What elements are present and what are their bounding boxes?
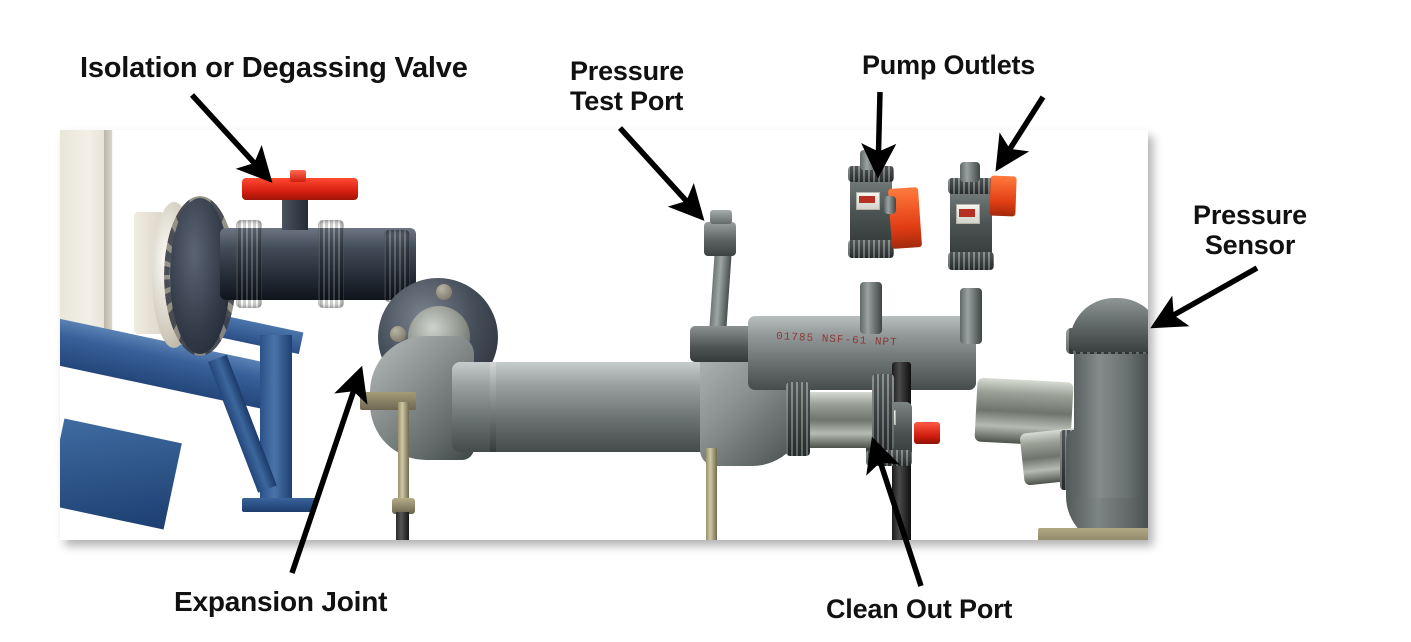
pump-outlet-2-riser [960,288,982,344]
pressure-test-port-cap [704,222,736,256]
label-pump-outlets-text: Pump Outlets [862,50,1036,80]
pressure-test-port-tee [690,326,756,362]
steel-stand-lower [60,418,182,530]
pvc-horizontal-pipe [452,362,748,452]
pump-outlet-1-stub [860,150,880,170]
pipe-seam [490,362,496,452]
label-pressure-sensor-line2: Sensor [1204,230,1296,261]
flange-bolt [436,284,452,300]
photo-content: 01785 NSF-61 NPT [60,130,1148,540]
valve-union-nut-right [318,220,344,308]
equipment-photograph: 01785 NSF-61 NPT [60,130,1148,540]
label-pressure-test-port-line2: Test Port [570,86,684,117]
union-nut [872,374,894,450]
pressure-sensor-cap [1070,298,1148,352]
pump-outlet-1-union-bottom [848,240,894,258]
arrow-pressure-sensor [1150,265,1259,329]
tank-shell-shadow [104,130,114,356]
pump-outlet-1-riser [860,282,882,334]
label-pressure-test-port-line1: Pressure [570,56,684,86]
label-expansion-joint-text: Expansion Joint [174,586,388,617]
flange-bolt [390,326,406,342]
pump-outlet-2-stub [960,162,980,182]
pump-outlet-2-handle [989,175,1017,217]
isolation-valve-body [220,228,416,300]
valve-label-text [859,196,875,203]
union-nut [786,382,810,456]
valve-stem [282,196,308,230]
valve-handle-boss [290,170,306,182]
support-post [396,512,409,540]
support-threaded-rod [706,448,717,540]
label-isolation-valve-text: Isolation or Degassing Valve [80,52,468,84]
label-isolation-valve: Isolation or Degassing Valve [80,52,468,84]
label-expansion-joint: Expansion Joint [174,586,387,617]
pump-outlet-2-union-bottom [948,252,994,270]
pressure-test-port-tip [710,210,732,224]
steel-stand-foot [242,498,316,512]
valve-label-text [959,209,975,217]
label-pump-outlets: Pump Outlets [862,50,1035,80]
valve-union-nut-left [236,220,262,308]
clean-out-valve-handle [914,422,940,444]
pressure-test-port-stem [709,247,732,335]
pressure-sensor-housing [1074,350,1148,498]
stainless-branch-left [804,392,880,448]
pump-outlet-1-stem [884,196,896,214]
label-clean-out-port-text: Clean Out Port [826,594,1013,624]
label-pressure-test-port: Pressure Test Port [570,56,684,116]
isolation-valve-handle [242,178,358,200]
pressure-sensor-base-plate [1038,528,1148,540]
tank-shell [60,130,112,356]
support-threaded-rod [398,402,409,506]
label-pressure-sensor: Pressure Sensor [1193,200,1307,260]
label-clean-out-port: Clean Out Port [826,594,1012,624]
support-nut [392,498,415,514]
pump-outlet-2-union-top [948,178,994,194]
clean-out-valve-nut [866,450,912,466]
label-pressure-sensor-line1: Pressure [1193,200,1307,230]
